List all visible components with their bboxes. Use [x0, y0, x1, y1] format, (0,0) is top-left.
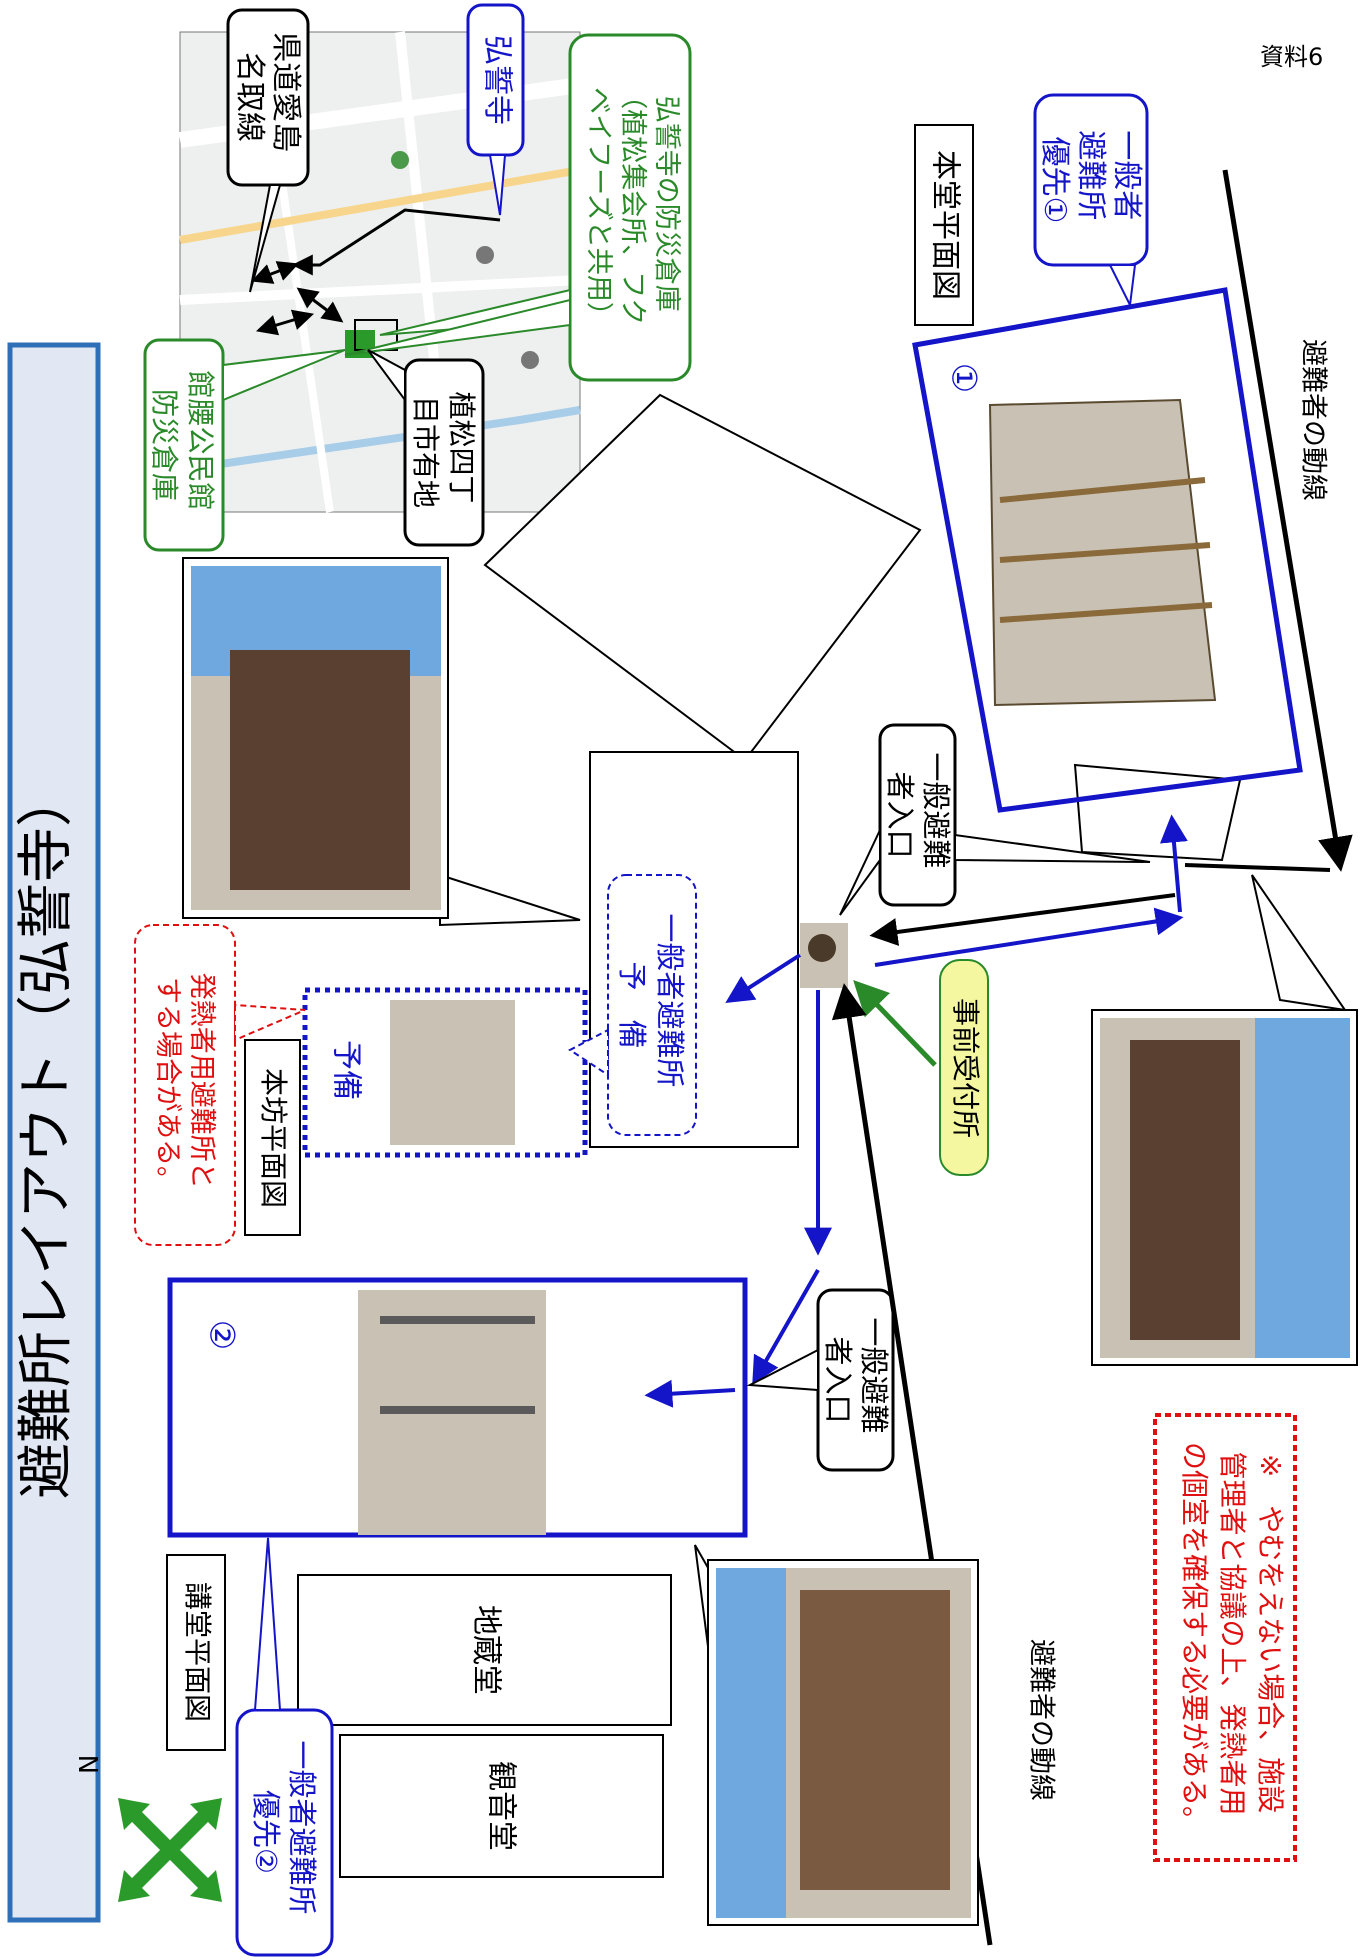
kodo-photo — [358, 1290, 546, 1535]
temple-label: 弘誓寺 — [480, 35, 515, 125]
title-panel: 避難所レイアウト（弘誓寺） — [7, 342, 101, 1923]
road-label-line-2: 名取線 — [232, 52, 267, 142]
honbo-plan-text: 本坊平面図 — [257, 1068, 290, 1208]
honden-building-base — [1073, 763, 1242, 862]
honden-plan-label: 本堂平面図 — [914, 124, 974, 326]
flow-arrow-to-honbo — [725, 953, 802, 1004]
kannon-hall: 観音堂 — [339, 1734, 664, 1878]
road-label-line-1: 県道愛島 — [268, 32, 303, 152]
honden-entrance-line — [1184, 863, 1331, 872]
hall-label: 館腰公民館 防災倉庫 — [148, 371, 217, 520]
honden-flow-line — [1222, 169, 1353, 872]
kodo-priority-line-2: 優先② — [249, 1790, 283, 1874]
honbo-photo-left — [182, 557, 581, 927]
honden-priority-callout: 一般者 避難所 優先① — [1033, 93, 1149, 309]
kodo-entrance-line-2: 者入口 — [821, 1336, 855, 1423]
honden-plan-text: 本堂平面図 — [928, 150, 963, 300]
warehouse-label-line-2: （植松集会所、フク — [617, 82, 648, 325]
kodo-entrance-callout: 一般避難 者入口 — [746, 1288, 895, 1472]
kodo-priority-callout: 一般者避難所 優先② — [235, 1537, 334, 1957]
flow-arrow-to-kodo — [752, 1269, 820, 1385]
note-line-1: ※ やむをえない場合、施設 — [1254, 1454, 1287, 1813]
building-outline-large — [483, 393, 922, 762]
honden-entrance-callout: 一般避難 者入口 — [839, 723, 1151, 916]
compass: N — [75, 1755, 222, 1902]
page-title: 避難所レイアウト（弘誓寺） — [14, 771, 79, 1499]
road-label: 県道愛島 名取線 — [232, 32, 303, 162]
honden-entrance-line-2: 者入口 — [883, 771, 917, 858]
hall-callout: 館腰公民館 防災倉庫 — [143, 338, 346, 552]
honden-entrance-label: 一般避難 者入口 — [883, 752, 953, 877]
honbo-reserve-room: 予備 — [302, 987, 588, 1158]
note-box: ※ やむをえない場合、施設 管理者と協議の上、発熱者用 の個室を確保する必要があ… — [1153, 1413, 1297, 1862]
honden-photo — [988, 398, 1217, 707]
honden-entrance-line-1: 一般避難 — [919, 752, 953, 868]
jizo-label: 地蔵堂 — [469, 1605, 504, 1695]
kodo-entrance-label: 一般避難 者入口 — [821, 1317, 891, 1442]
honbo-fever-line-2: する場合がある。 — [152, 977, 183, 1193]
flow-arrow-return — [869, 893, 1176, 946]
honbo-fever-label: 発熱者用避難所と する場合がある。 — [152, 973, 217, 1198]
flow-arrow-to-honden — [874, 907, 1184, 967]
kodo-priority-line-1: 一般者避難所 — [285, 1740, 319, 1914]
hall-label-line-1: 館腰公民館 — [184, 371, 217, 511]
honbo-reserve-callout-line-2: 予 備 — [615, 961, 649, 1048]
honden-priority-line-1: 一般者 — [1109, 130, 1144, 220]
kodo-circle-number: ② — [202, 1320, 242, 1350]
hall-label-line-2: 防災倉庫 — [148, 389, 181, 501]
kodo-plan-label: 講堂平面図 — [166, 1554, 226, 1751]
flow-arrow-kodo-inside — [644, 1379, 736, 1408]
jizo-hall: 地蔵堂 — [297, 1574, 672, 1726]
land-label-line-1: 植松四丁 — [445, 392, 478, 504]
road-callout: 県道愛島 名取線 — [226, 8, 310, 293]
honden-priority-line-3: 優先① — [1037, 137, 1072, 224]
warehouse-label: 弘誓寺の防災倉庫 （植松集会所、フク ベイフーズと共用） — [583, 82, 682, 334]
honbo-reserve-label: 予備 — [329, 1040, 364, 1100]
land-label: 植松四丁 目市有地 — [409, 392, 478, 513]
honden-priority-room — [912, 287, 1303, 813]
honbo-reserve-callout-label: 一般者避難所 予 備 — [615, 913, 687, 1096]
honbo-fever-callout: 発熱者用避難所と する場合がある。 — [134, 924, 306, 1246]
kodo-flow-label: 避難者の動線 — [1026, 1639, 1057, 1801]
honden-priority-line-2: 避難所 — [1073, 130, 1108, 220]
kodo-exterior-photo — [694, 1544, 979, 1926]
compass-label: N — [75, 1755, 105, 1774]
warehouse-label-line-3: ベイフーズと共用） — [583, 87, 614, 329]
kannon-label: 観音堂 — [484, 1761, 519, 1851]
kodo-plan-text: 講堂平面図 — [181, 1582, 214, 1722]
warehouse-callout: 弘誓寺の防災倉庫 （植松集会所、フク ベイフーズと共用） — [344, 33, 692, 382]
kodo-priority-label: 一般者避難所 優先② — [249, 1740, 319, 1923]
honden-circle-number: ① — [944, 363, 984, 393]
reception-callout: 事前受付所 — [939, 959, 989, 1176]
note-line-3: の個室を確保する必要がある。 — [1178, 1442, 1211, 1834]
honbo-reserve-callout-line-1: 一般者避難所 — [653, 913, 687, 1087]
land-callout: 植松四丁 目市有地 — [367, 349, 485, 547]
honbo-fever-line-1: 発熱者用避難所と — [186, 973, 217, 1189]
flow-arrow-honden-up — [1159, 814, 1188, 913]
land-label-line-2: 目市有地 — [409, 396, 442, 508]
note-text: ※ やむをえない場合、施設 管理者と協議の上、発熱者用 の個室を確保する必要があ… — [1178, 1442, 1287, 1834]
temple-callout: 弘誓寺 — [466, 3, 525, 216]
honden-flow-label: 避難者の動線 — [1298, 339, 1329, 501]
reception-arrow — [853, 979, 937, 1067]
doc-number: 資料6 — [1260, 43, 1323, 71]
honden-exterior-photo — [1091, 874, 1358, 1366]
honbo-plan-label: 本坊平面図 — [244, 1039, 301, 1236]
note-line-2: 管理者と協議の上、発熱者用 — [1216, 1452, 1249, 1816]
warehouse-label-line-1: 弘誓寺の防災倉庫 — [651, 96, 682, 312]
kodo-entrance-line-1: 一般避難 — [857, 1317, 891, 1433]
north-arrow-icon — [125, 1805, 215, 1895]
honden-priority-label: 一般者 避難所 優先① — [1037, 130, 1144, 230]
reception-label: 事前受付所 — [949, 998, 982, 1138]
honbo-reserve-callout: 一般者避難所 予 備 — [568, 874, 697, 1136]
